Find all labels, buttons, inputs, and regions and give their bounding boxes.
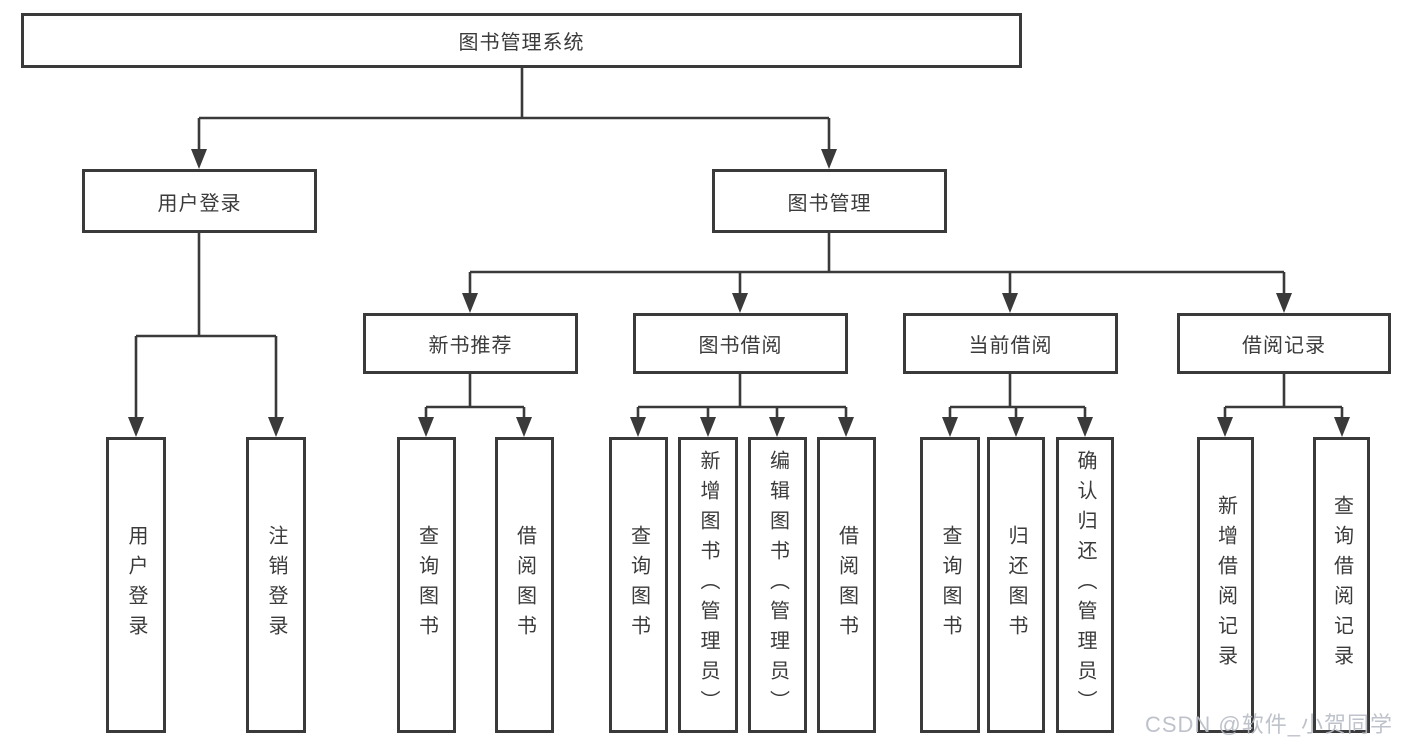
node-query-book-1: 查询图书: [397, 437, 456, 733]
arrow-down-icon: [1217, 417, 1233, 437]
node-logout-leaf: 注销登录: [246, 437, 306, 733]
arrow-down-icon: [838, 417, 854, 437]
arrow-down-icon: [191, 149, 207, 169]
node-user-login-leaf: 用户登录: [106, 437, 166, 733]
arrow-down-icon: [462, 293, 478, 313]
arrow-down-icon: [516, 417, 532, 437]
arrow-down-icon: [732, 293, 748, 313]
arrow-down-icon: [418, 417, 434, 437]
node-book-borrowing: 图书借阅: [633, 313, 848, 374]
node-new-book-recommend: 新书推荐: [363, 313, 578, 374]
node-query-book-3: 查询图书: [920, 437, 980, 733]
arrow-down-icon: [1334, 417, 1350, 437]
arrow-down-icon: [630, 417, 646, 437]
arrow-down-icon: [1077, 417, 1093, 437]
node-edit-book-admin: 编辑图书（管理员）: [748, 437, 807, 733]
edge-user-login-to-leaves: [128, 233, 284, 437]
arrow-down-icon: [128, 417, 144, 437]
node-current-borrowing: 当前借阅: [903, 313, 1118, 374]
edge-borrowing-records-to-leaves: [1217, 374, 1350, 437]
node-query-book-2: 查询图书: [609, 437, 668, 733]
arrow-down-icon: [700, 417, 716, 437]
arrow-down-icon: [1276, 293, 1292, 313]
edge-book-borrowing-to-leaves: [630, 374, 854, 437]
node-confirm-return-admin: 确认归还（管理员）: [1056, 437, 1114, 733]
edge-book-management-to-level3: [462, 233, 1292, 313]
node-borrowing-records: 借阅记录: [1177, 313, 1391, 374]
node-return-book: 归还图书: [987, 437, 1045, 733]
node-add-book-admin: 新增图书（管理员）: [678, 437, 738, 733]
arrow-down-icon: [821, 149, 837, 169]
node-query-borrow-record: 查询借阅记录: [1313, 437, 1370, 733]
edge-root-to-level2: [191, 68, 837, 169]
arrow-down-icon: [769, 417, 785, 437]
arrow-down-icon: [1008, 417, 1024, 437]
node-add-borrow-record: 新增借阅记录: [1197, 437, 1254, 733]
arrow-down-icon: [942, 417, 958, 437]
edge-new-book-recommend-to-leaves: [418, 374, 532, 437]
arrow-down-icon: [1002, 293, 1018, 313]
arrow-down-icon: [268, 417, 284, 437]
node-borrow-book-2: 借阅图书: [817, 437, 876, 733]
node-user-login: 用户登录: [82, 169, 317, 233]
csdn-watermark: CSDN @软件_小贺同学: [1144, 712, 1393, 737]
node-book-management: 图书管理: [712, 169, 947, 233]
node-borrow-book-1: 借阅图书: [495, 437, 554, 733]
node-root: 图书管理系统: [21, 13, 1022, 68]
edge-current-borrowing-to-leaves: [942, 374, 1093, 437]
